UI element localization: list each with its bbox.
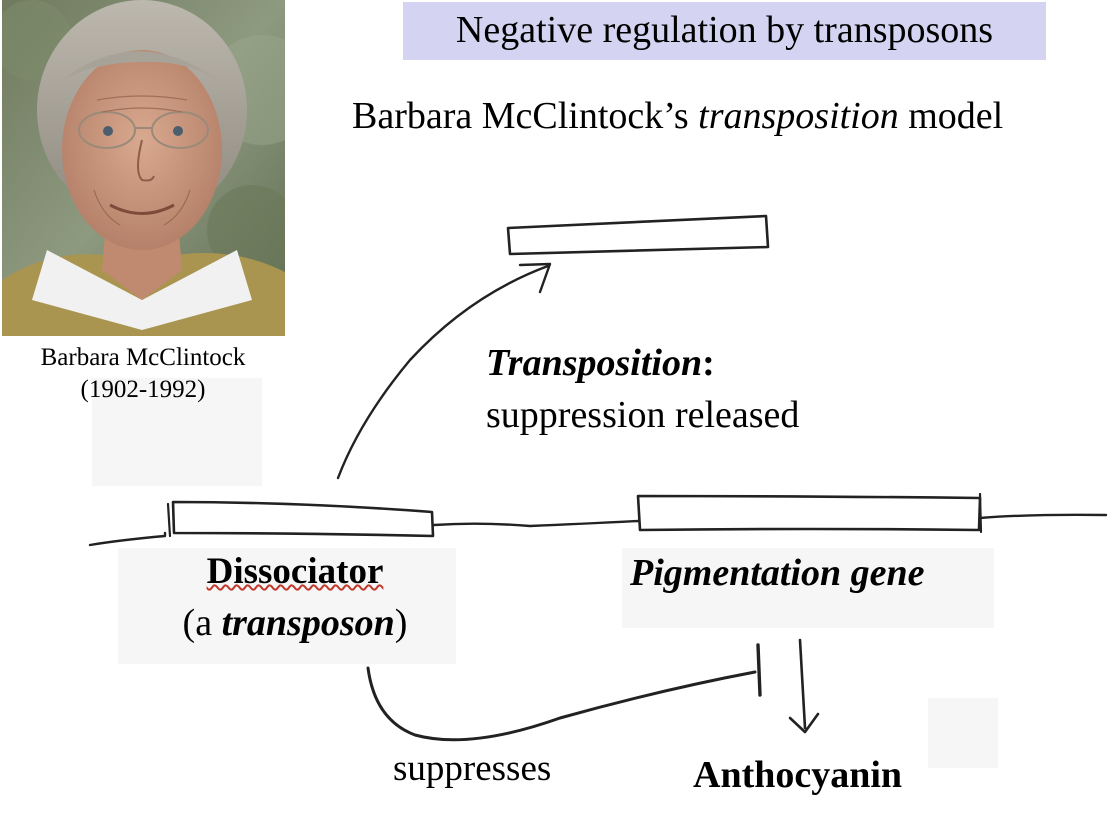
chromosome-line-mid <box>432 519 640 528</box>
caption-years: (1902-1992) <box>80 376 206 403</box>
transposition-colon: : <box>702 342 715 384</box>
portrait-caption: Barbara McClintock (1902-1992) <box>0 342 286 406</box>
transposon-close: ) <box>394 602 408 644</box>
slide-title: Negative regulation by transposons <box>455 9 994 51</box>
subtitle-suffix: model <box>898 95 1004 137</box>
paper-patch-release <box>92 378 262 486</box>
transposed-element-box <box>506 214 770 256</box>
suppression-curve <box>366 666 757 742</box>
anthocyanin-label: Anthocyanin <box>693 754 903 796</box>
subtitle-emphasis: transposition <box>698 95 899 137</box>
transposition-arrow <box>336 264 550 480</box>
transposition-label: Transposition: <box>486 338 715 388</box>
dissociator-word: Dissociator <box>206 551 384 592</box>
suppression-bar <box>756 643 762 697</box>
portrait-illustration <box>2 0 285 336</box>
paper-patch-anthocyanin <box>928 698 998 768</box>
transposon-label: (a transposon) <box>110 598 480 648</box>
slide-subtitle: Barbara McClintock’s transposition model <box>352 92 1003 140</box>
paper-patch-dissociator <box>118 548 456 664</box>
pigmentation-gene-label: Pigmentation gene <box>630 552 925 594</box>
subtitle-prefix: Barbara McClintock’s <box>352 95 699 137</box>
caption-name: Barbara McClintock <box>40 344 246 371</box>
suppresses-label: suppresses <box>393 748 552 789</box>
expression-arrowhead <box>788 712 820 734</box>
dissociator-label: Dissociator <box>110 548 480 596</box>
expression-arrow <box>798 638 807 730</box>
title-banner <box>403 2 1046 60</box>
paper-patch-pigment <box>622 548 994 628</box>
chromosome-line-right <box>978 513 1108 520</box>
transposition-arrowhead <box>518 262 552 294</box>
transposon-open: (a <box>182 602 222 644</box>
transposition-word: Transposition <box>486 342 703 384</box>
suppression-released-label: suppression released <box>486 394 800 436</box>
transposon-word: transposon <box>221 602 395 644</box>
chromosome-line <box>88 531 167 547</box>
dissociator-box <box>171 500 435 538</box>
portrait-photo <box>2 0 285 336</box>
pigmentation-gene-box <box>636 494 982 532</box>
